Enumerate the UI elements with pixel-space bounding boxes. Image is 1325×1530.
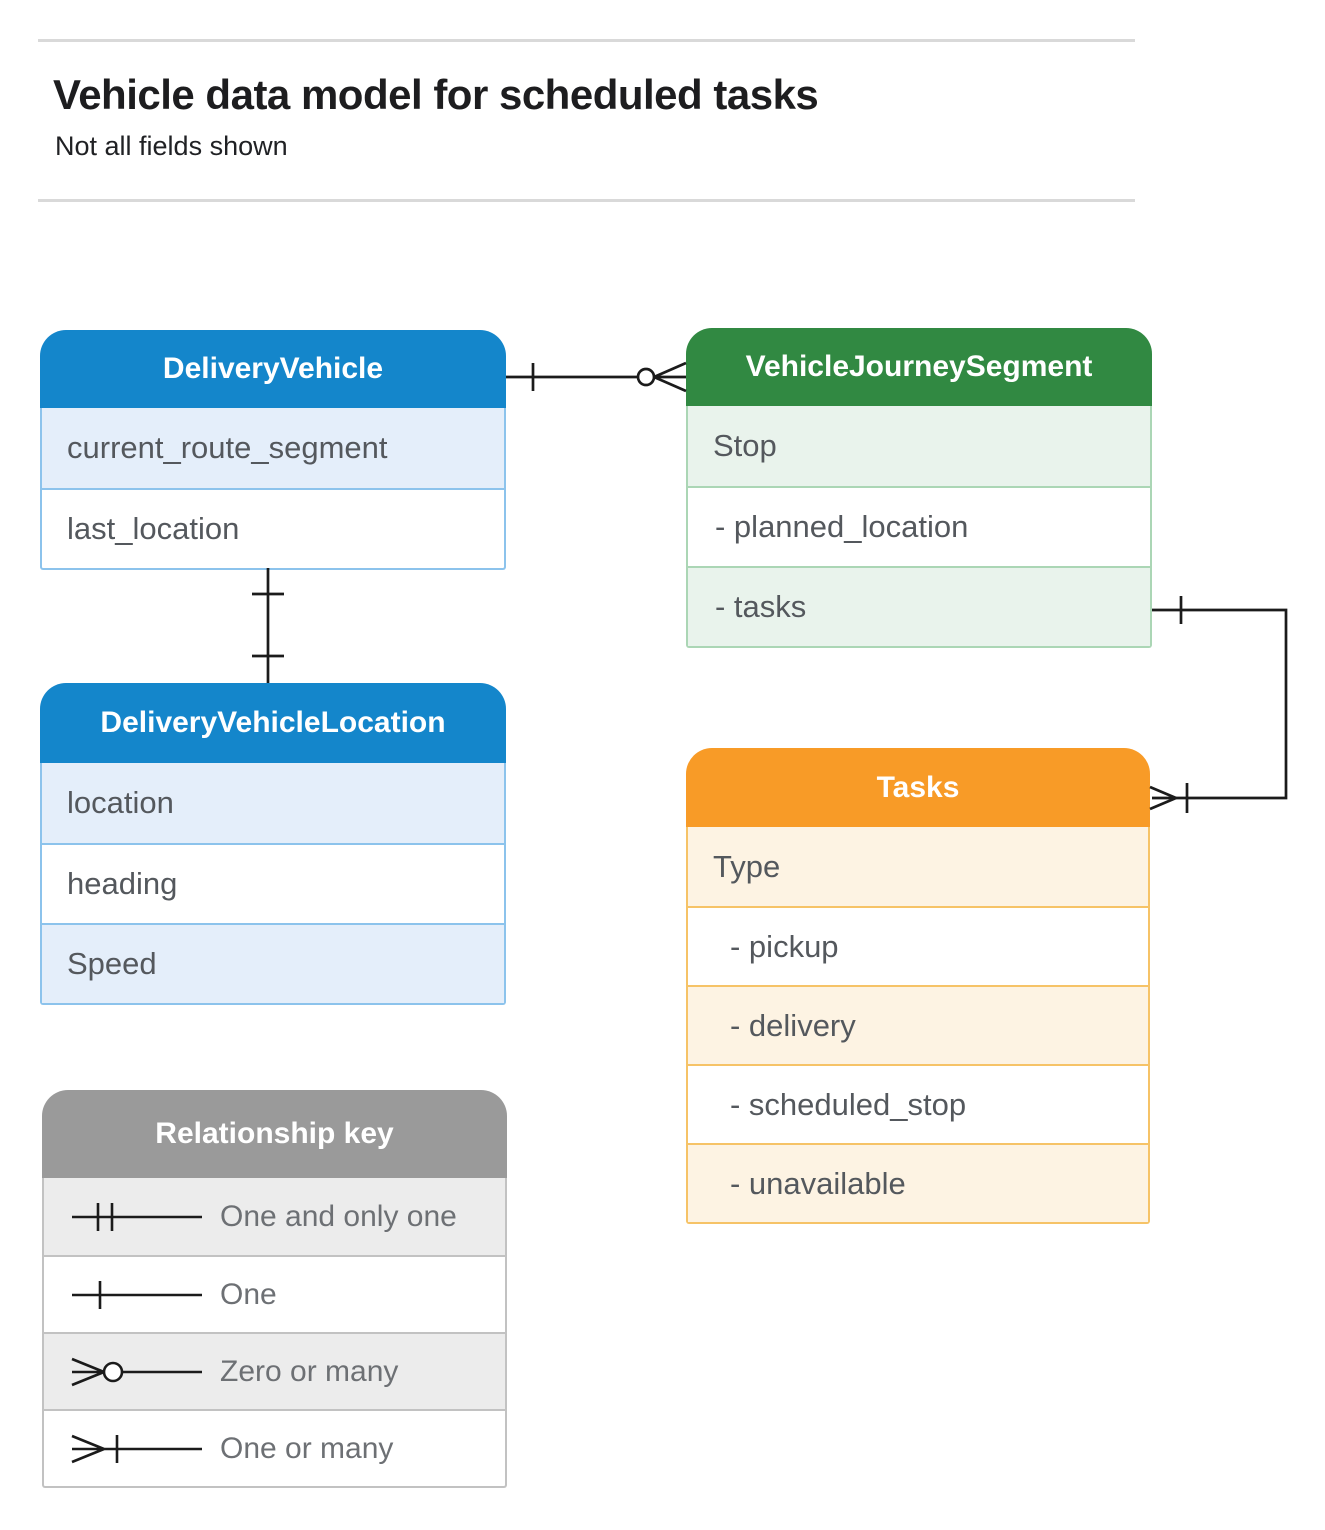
one-icon (72, 1280, 202, 1309)
relationship-key-header: Relationship key (42, 1090, 507, 1178)
field-type: Type (688, 827, 1148, 906)
field-tasks: - tasks (688, 566, 1150, 646)
field-heading: heading (42, 843, 504, 923)
field-last-location: last_location (42, 488, 504, 568)
field-delivery: - delivery (688, 985, 1148, 1064)
entity-vehicle-journey-segment: VehicleJourneySegment Stop - planned_loc… (686, 328, 1152, 648)
legend-label: One (220, 1277, 277, 1311)
connector-deliveryvehicle-deliveryvehiclelocation (252, 568, 284, 683)
entity-delivery-vehicle-location: DeliveryVehicleLocation location heading… (40, 683, 506, 1005)
legend-label: One and only one (220, 1199, 457, 1233)
field-scheduled-stop: - scheduled_stop (688, 1064, 1148, 1143)
legend-item-zero-or-many: Zero or many (44, 1332, 505, 1409)
legend-item-one-and-only-one: One and only one (44, 1178, 505, 1255)
entity-tasks-header: Tasks (686, 748, 1150, 827)
one-and-only-one-icon (72, 1202, 202, 1231)
page-subtitle: Not all fields shown (55, 131, 288, 161)
legend-label: Zero or many (220, 1354, 399, 1388)
connector-deliveryvehicle-vehiclejourneysegment (506, 361, 687, 393)
entity-delivery-vehicle: DeliveryVehicle current_route_segment la… (40, 330, 506, 570)
legend-label: One or many (220, 1431, 394, 1465)
field-speed: Speed (42, 923, 504, 1003)
relationship-key: Relationship key One and only one One (42, 1090, 507, 1488)
entity-delivery-vehicle-location-header: DeliveryVehicleLocation (40, 683, 506, 763)
entity-tasks: Tasks Type - pickup - delivery - schedul… (686, 748, 1150, 1224)
field-stop: Stop (688, 406, 1150, 486)
connector-vehiclejourneysegment-tasks (1149, 596, 1288, 813)
field-unavailable: - unavailable (688, 1143, 1148, 1222)
top-divider (38, 39, 1135, 42)
field-current-route-segment: current_route_segment (42, 408, 504, 488)
legend-item-one-or-many: One or many (44, 1409, 505, 1486)
field-location: location (42, 763, 504, 843)
field-pickup: - pickup (688, 906, 1148, 985)
header-divider (38, 199, 1135, 202)
page-title: Vehicle data model for scheduled tasks (53, 71, 819, 118)
one-or-many-icon (71, 1434, 202, 1463)
entity-vehicle-journey-segment-header: VehicleJourneySegment (686, 328, 1152, 406)
zero-or-many-icon (71, 1357, 202, 1386)
legend-item-one: One (44, 1255, 505, 1332)
entity-delivery-vehicle-header: DeliveryVehicle (40, 330, 506, 408)
field-planned-location: - planned_location (688, 486, 1150, 566)
